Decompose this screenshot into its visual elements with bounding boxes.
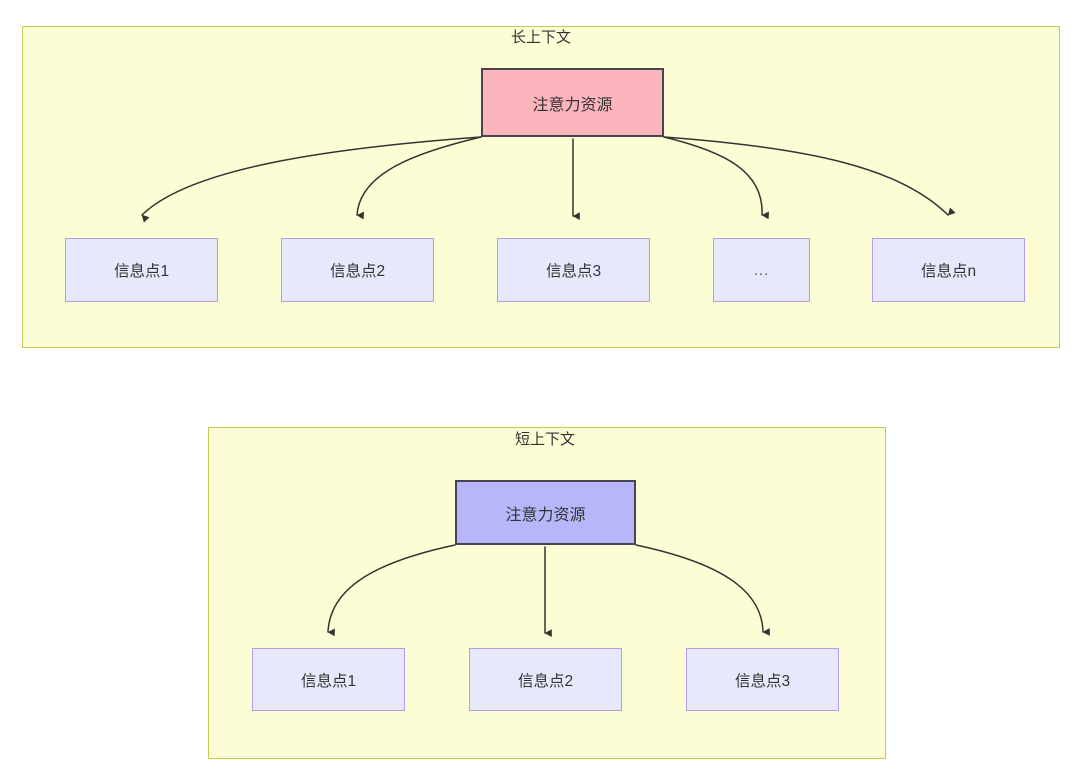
node-info-point-long-3[interactable]: 信息点3 (497, 238, 650, 302)
node-info-point-long-1[interactable]: 信息点1 (65, 238, 218, 302)
node-attention-resource-short[interactable]: 注意力资源 (455, 480, 636, 545)
node-info-point-short-3[interactable]: 信息点3 (686, 648, 839, 711)
node-attention-resource-long[interactable]: 注意力资源 (481, 68, 664, 137)
group-title-short-context: 短上下文 (514, 431, 575, 448)
node-info-point-long-2[interactable]: 信息点2 (281, 238, 434, 302)
node-info-point-long-ellipsis[interactable]: ... (713, 238, 810, 302)
group-title-long-context: 长上下文 (510, 29, 571, 46)
node-info-point-short-2[interactable]: 信息点2 (469, 648, 622, 711)
node-info-point-short-1[interactable]: 信息点1 (252, 648, 405, 711)
node-info-point-long-n[interactable]: 信息点n (872, 238, 1025, 302)
